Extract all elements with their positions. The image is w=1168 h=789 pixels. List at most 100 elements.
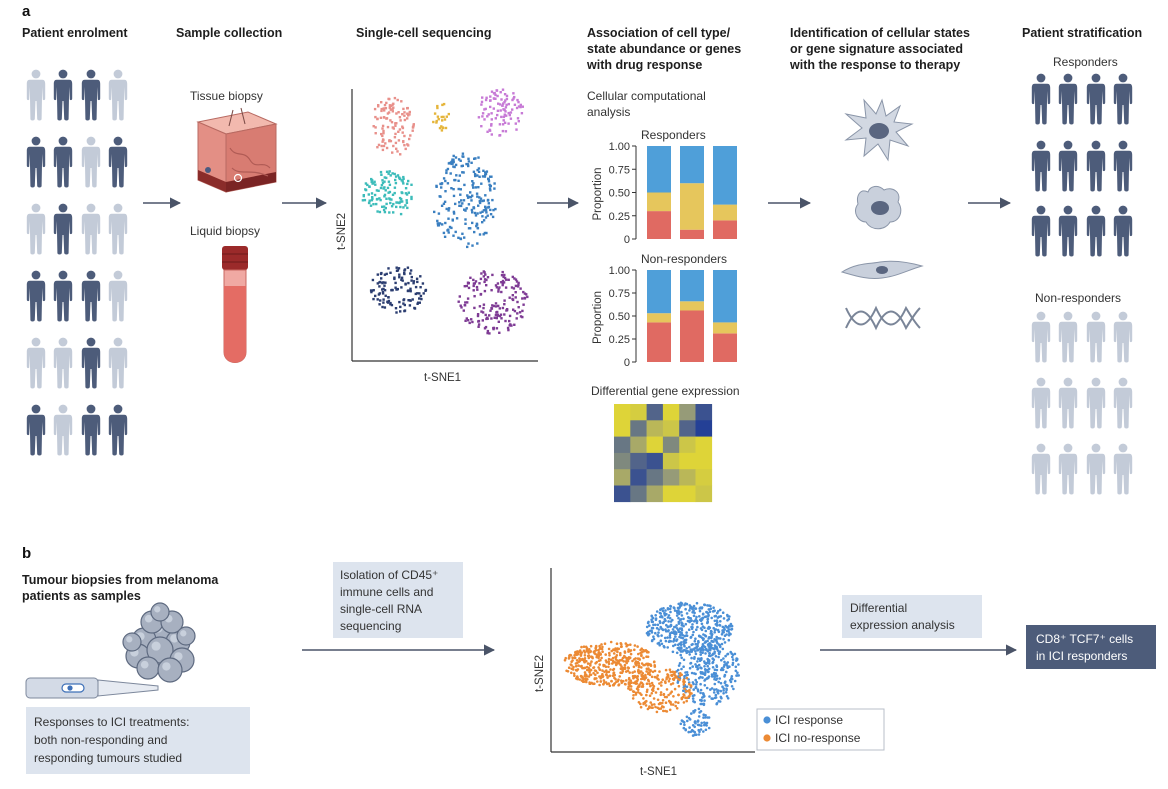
stacked-bar-segment (647, 192, 671, 212)
heatmap-cell (614, 485, 631, 503)
ici-noresponse-cell-dot (677, 701, 680, 704)
non-responder-figure (1031, 377, 1051, 429)
ici-response-cell-dot (721, 668, 725, 671)
ici-noresponse-cell-dot (616, 650, 619, 654)
patient-figure (26, 69, 46, 121)
heatmap-cell (679, 436, 696, 454)
ici-response-cell-dot (713, 631, 716, 634)
tsne-a-cell-dot (474, 186, 477, 189)
tsne-a-cell-dot (452, 165, 455, 168)
tsne-a-cell-dot (382, 301, 385, 304)
ici-response-cell-dot (699, 627, 703, 630)
tsne-a-cell-dot (493, 187, 496, 190)
tsne-a-cell-dot (477, 170, 481, 173)
ici-noresponse-cell-dot (587, 656, 591, 660)
tsne-a-cell-dot (473, 295, 476, 298)
ici-noresponse-cell-dot (620, 643, 623, 646)
tsne-a-cell-dot (403, 114, 406, 117)
tsne-a-cell-dot (392, 211, 395, 214)
patient-figure (53, 203, 73, 255)
ici-noresponse-cell-dot (594, 673, 597, 677)
ici-noresponse-cell-dot (636, 691, 640, 694)
tsne-a-cell-dot (372, 297, 375, 301)
tsne-a-cell-dot (439, 195, 442, 198)
tsne-a-cell-dot (392, 202, 395, 206)
ici-response-cell-dot (698, 615, 701, 618)
ici-response-cell-dot (697, 663, 701, 667)
ici-response-cell-dot (682, 617, 685, 621)
tsne-a-cell-dot (486, 198, 490, 202)
ici-response-line-1: Responses to ICI treatments: (34, 715, 189, 729)
tsne-a-cell-dot (401, 126, 405, 130)
tsne-a-cell-dot (438, 222, 442, 225)
ici-response-cell-dot (729, 680, 733, 684)
ici-response-cell-dot (720, 642, 724, 646)
ici-noresponse-cell-dot (607, 662, 611, 665)
tsne-a-cell-dot (481, 96, 484, 99)
tsne-b-y-label: t-SNE2 (534, 655, 546, 692)
tsne-a-cell-dot (469, 227, 472, 230)
ici-noresponse-cell-dot (653, 669, 657, 673)
panel-b-heading-line-2: patients as samples (22, 589, 141, 603)
tsne-a-cell-dot (446, 182, 450, 185)
ici-response-cell-dot (686, 719, 689, 723)
tsne-a-cell-dot (383, 193, 387, 197)
tsne-a-cell-dot (482, 303, 486, 306)
tsne-a-cell-dot (503, 276, 507, 280)
tsne-b-legend: ICI response ICI no-response (756, 708, 885, 751)
tsne-a-cell-dot (503, 299, 506, 302)
tsne-a-cell-dot (516, 98, 519, 102)
ici-noresponse-cell-dot (617, 683, 620, 687)
tsne-a-cell-dot (480, 125, 483, 128)
ici-response-cell-dot (677, 664, 681, 667)
ici-response-cell-dot (687, 628, 691, 631)
tsne-a-cell-dot (371, 197, 374, 200)
ici-noresponse-cell-dot (597, 659, 601, 663)
ici-response-cell-dot (652, 635, 655, 638)
tsne-a-cell-dot (494, 97, 497, 100)
ici-noresponse-cell-dot (635, 664, 638, 667)
tsne-a-cell-dot (500, 290, 503, 294)
tsne-a-cell-dot (403, 309, 407, 312)
tsne-a-cell-dot (512, 308, 515, 311)
tsne-a-cell-dot (389, 104, 393, 108)
ici-noresponse-cell-dot (637, 652, 640, 656)
heatmap-cell (630, 420, 647, 437)
ici-response-cell-dot (671, 650, 675, 654)
tsne-a-cell-dot (485, 96, 488, 99)
tsne-a-cell-dot (393, 96, 397, 100)
tsne-a-cell-dot (389, 108, 392, 111)
tsne-a-cell-dot (376, 282, 379, 285)
tsne-a-cell-dot (384, 294, 387, 297)
non-responder-figure (1031, 443, 1051, 495)
tsne-a-cell-dot (371, 278, 375, 282)
ici-response-cell-dot (693, 700, 696, 704)
tsne-a-cell-dot (460, 199, 463, 202)
tsne-a-cell-dot (448, 161, 451, 165)
ici-noresponse-cell-dot (623, 654, 626, 658)
ici-response-cell-dot (657, 628, 661, 631)
tsne-a-cell-dot (370, 192, 374, 195)
tsne-a-cell-dot (464, 222, 467, 225)
ici-response-cell-dot (661, 609, 665, 613)
ici-response-cell-dot (729, 632, 732, 636)
ici-noresponse-cell-dot (651, 670, 655, 674)
tsne-a-cell-dot (487, 178, 490, 181)
tsne-a-cell-dot (476, 212, 479, 215)
tsne-a-cell-dot (384, 189, 387, 192)
tsne-a-cell-dot (451, 219, 454, 222)
heading-single-cell-sequencing: Single-cell sequencing (356, 26, 491, 40)
ici-noresponse-cell-dot (570, 664, 573, 667)
ici-noresponse-cell-dot (620, 681, 623, 685)
tsne-a-cell-dot (474, 214, 478, 217)
tsne-a-cell-dot (418, 297, 421, 300)
tsne-a-cell-dot (515, 106, 519, 110)
tsne-a-cell-dot (415, 277, 419, 280)
ici-response-cell-dot (682, 624, 685, 628)
ici-noresponse-cell-dot (580, 658, 584, 661)
tsne-a-cell-dot (439, 182, 442, 186)
tsne-a-cell-dot (508, 319, 511, 323)
tsne-a-cell-dot (479, 197, 483, 200)
stacked-bar-segment (680, 146, 704, 184)
ici-response-cell-dot (658, 611, 662, 615)
